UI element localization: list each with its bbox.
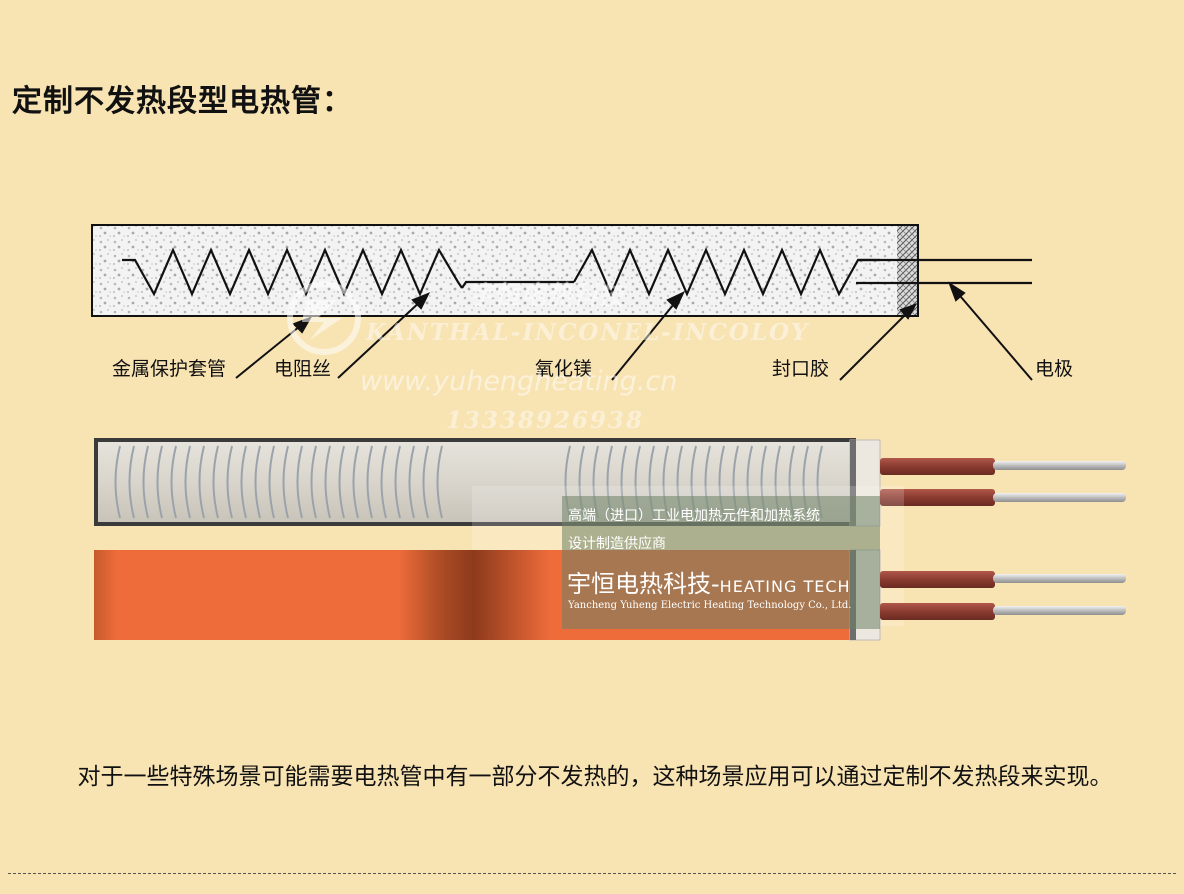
watermark-url: www.yuhengheating.cn <box>360 366 677 397</box>
schematic: 金属保护套管 电阻丝 氧化镁 封口胶 电极 <box>91 224 1073 381</box>
watermark-brand: 宇恒电热科技 <box>468 281 628 311</box>
watermark-materials: KANTHAL-INCONEL-INCOLOY <box>365 319 810 346</box>
overlay-company-en: Yancheng Yuheng Electric Heating Technol… <box>568 600 852 611</box>
seal-glue <box>897 226 917 315</box>
label-seal: 封口胶 <box>772 358 829 380</box>
coil-turn <box>240 445 247 519</box>
label-electrode: 电极 <box>1035 358 1073 380</box>
overlay-brand: 宇恒电热科技-HEATING TECH <box>567 564 851 599</box>
coil-turn <box>338 445 345 519</box>
coil-heating-section-1 <box>114 445 443 519</box>
label-wire: 电阻丝 <box>274 358 331 380</box>
coil-turn <box>310 445 317 519</box>
overlay-brand-en: HEATING TECH <box>719 577 851 596</box>
coil-turn <box>198 445 205 519</box>
coil-turn <box>226 445 233 519</box>
coil-turn <box>408 445 415 519</box>
coil-turn <box>380 445 387 519</box>
coil-turn <box>436 445 443 519</box>
resistance-wire-coil-2 <box>573 247 880 297</box>
label-sheath: 金属保护套管 <box>112 358 226 380</box>
coil-turn <box>324 445 331 519</box>
metal-sheath <box>91 224 919 317</box>
coil-turn <box>366 445 373 519</box>
label-mgo: 氧化镁 <box>535 358 592 380</box>
coil-turn <box>268 445 275 519</box>
company-overlay: 高端（进口）工业电加热元件和加热系统 设计制造供应商 宇恒电热科技-HEATIN… <box>562 496 880 629</box>
coil-turn <box>422 445 429 519</box>
cold-section-rod <box>461 280 574 289</box>
overlay-subtitle: 设计制造供应商 <box>568 536 666 552</box>
coil-turn <box>142 445 149 519</box>
tube-cutaway <box>94 438 1126 527</box>
page-title: 定制不发热段型电热管： <box>12 84 353 119</box>
description: 对于一些特殊场景可能需要电热管中有一部分不发热的，这种场景应用可以通过定制不发热… <box>77 764 1113 790</box>
coil-turn <box>212 445 219 519</box>
overlay-tagline: 高端（进口）工业电加热元件和加热系统 <box>568 508 820 524</box>
coil-turn <box>156 445 163 519</box>
coil-turn <box>170 445 177 519</box>
resistance-wire-coil-1 <box>122 247 463 297</box>
coil-turn <box>352 445 359 519</box>
divider <box>8 873 1176 874</box>
coil-turn <box>394 445 401 519</box>
watermark: 宇恒电热科技 KANTHAL-INCONEL-INCOLOY www.yuhen… <box>287 281 810 434</box>
coil-turn <box>296 445 303 519</box>
coil-turn <box>128 445 135 519</box>
coil-turn <box>114 445 121 519</box>
watermark-phone: 13338926938 <box>446 407 644 434</box>
overlay-brand-cn: 宇恒电热科技- <box>567 570 720 598</box>
watermark-logo-icon <box>287 281 361 355</box>
coil-turn <box>254 445 261 519</box>
tube-end-band <box>850 440 856 526</box>
coil-turn <box>184 445 191 519</box>
coil-turn <box>282 445 289 519</box>
